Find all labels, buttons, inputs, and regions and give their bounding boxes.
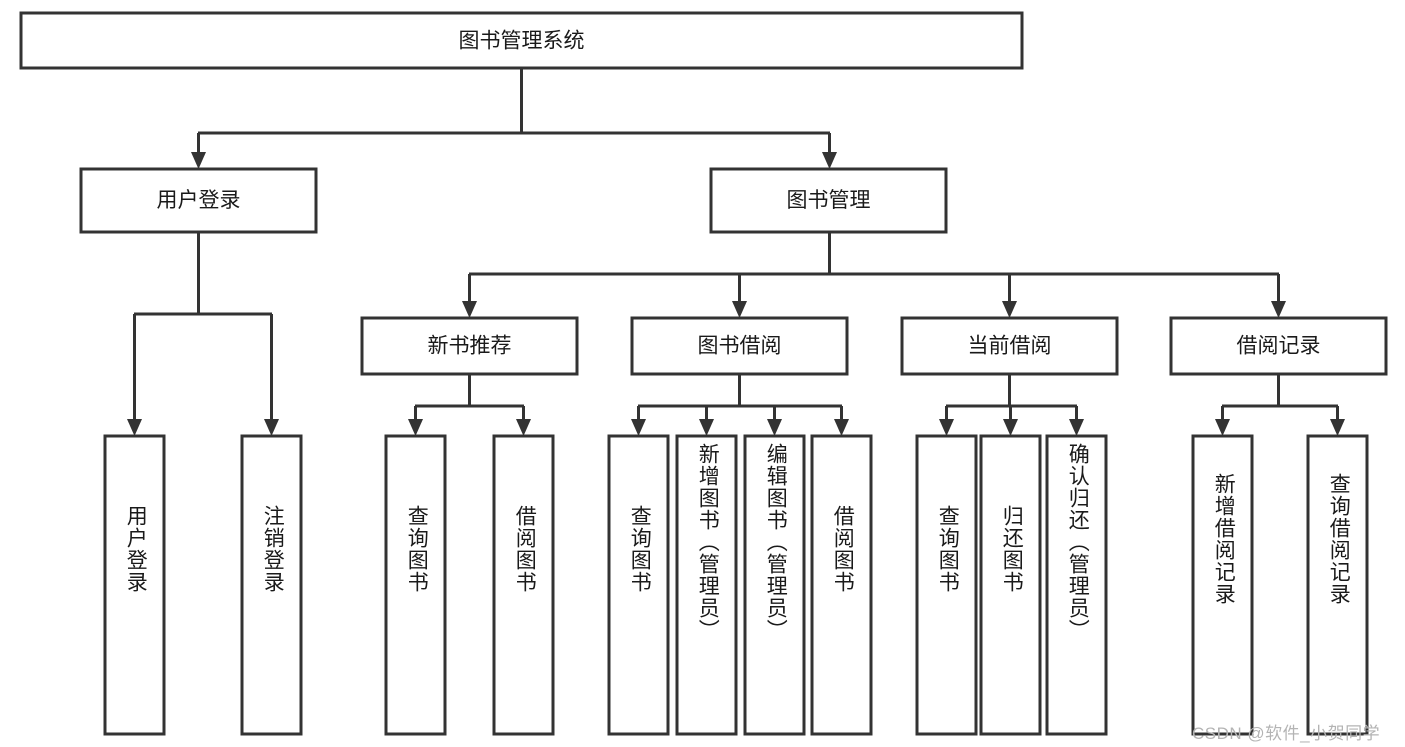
csdn-watermark: CSDN @软件_小贺同学: [1192, 724, 1381, 743]
edge-group: [127, 68, 1345, 436]
node-user-login[interactable]: [79, 167, 318, 234]
node-leaf-add-record[interactable]: [1191, 434, 1254, 736]
node-leaf-query-record[interactable]: [1306, 434, 1369, 736]
arrow-head-borrow-record: [1271, 301, 1286, 318]
node-user-login-label: 用户登录: [157, 189, 241, 212]
arrow-head-current-borrow: [1002, 301, 1017, 318]
node-borrow-record[interactable]: [1169, 316, 1388, 376]
node-root[interactable]: [19, 11, 1024, 70]
node-book-manage[interactable]: [709, 167, 948, 234]
node-new-book-recommend[interactable]: [360, 316, 579, 376]
node-group: 图书管理系统 用户登录 图书管理 新书推荐 图书借阅 当前借阅 借阅记录: [19, 11, 1388, 736]
arrow-head-user-login: [191, 152, 206, 169]
node-book-borrow[interactable]: [630, 316, 849, 376]
node-new-book-recommend-label: 新书推荐: [428, 335, 512, 358]
node-current-borrow-label: 当前借阅: [968, 335, 1052, 358]
node-borrow-record-label: 借阅记录: [1237, 335, 1321, 358]
arrow-head-leaf-add-book: [699, 419, 714, 436]
node-leaf-user-login[interactable]: [103, 434, 166, 736]
arrow-head-leaf-edit-book: [767, 419, 782, 436]
arrow-head-leaf-return-book: [1003, 419, 1018, 436]
node-book-borrow-label: 图书借阅: [698, 335, 782, 358]
arrow-head-leaf-borrow-book-2: [834, 419, 849, 436]
arrow-head-book-borrow: [732, 301, 747, 318]
node-leaf-confirm-return[interactable]: [1045, 434, 1108, 736]
node-leaf-borrow-book-2[interactable]: [810, 434, 873, 736]
arrow-head-leaf-logout-login: [264, 419, 279, 436]
arrow-head-leaf-query-book-1: [408, 419, 423, 436]
node-leaf-query-book-2[interactable]: [607, 434, 670, 736]
arrow-head-new-book-recommend: [462, 301, 477, 318]
node-leaf-query-book-1[interactable]: [384, 434, 447, 736]
arrow-head-leaf-borrow-book-1: [516, 419, 531, 436]
arrow-head-leaf-query-record: [1330, 419, 1345, 436]
arrow-head-leaf-user-login: [127, 419, 142, 436]
arrow-head-leaf-add-record: [1215, 419, 1230, 436]
node-leaf-query-book-3[interactable]: [915, 434, 978, 736]
node-book-manage-label: 图书管理: [787, 189, 871, 212]
node-root-label: 图书管理系统: [459, 30, 585, 53]
node-current-borrow[interactable]: [900, 316, 1119, 376]
arrow-head-leaf-query-book-2: [631, 419, 646, 436]
arrow-head-leaf-confirm-return: [1069, 419, 1084, 436]
arrow-head-book-manage: [822, 152, 837, 169]
node-leaf-logout-login[interactable]: [240, 434, 303, 736]
node-leaf-return-book[interactable]: [979, 434, 1042, 736]
node-leaf-edit-book[interactable]: [743, 434, 806, 736]
node-leaf-add-book[interactable]: [675, 434, 738, 736]
node-leaf-borrow-book-1[interactable]: [492, 434, 555, 736]
arrow-head-leaf-query-book-3: [939, 419, 954, 436]
